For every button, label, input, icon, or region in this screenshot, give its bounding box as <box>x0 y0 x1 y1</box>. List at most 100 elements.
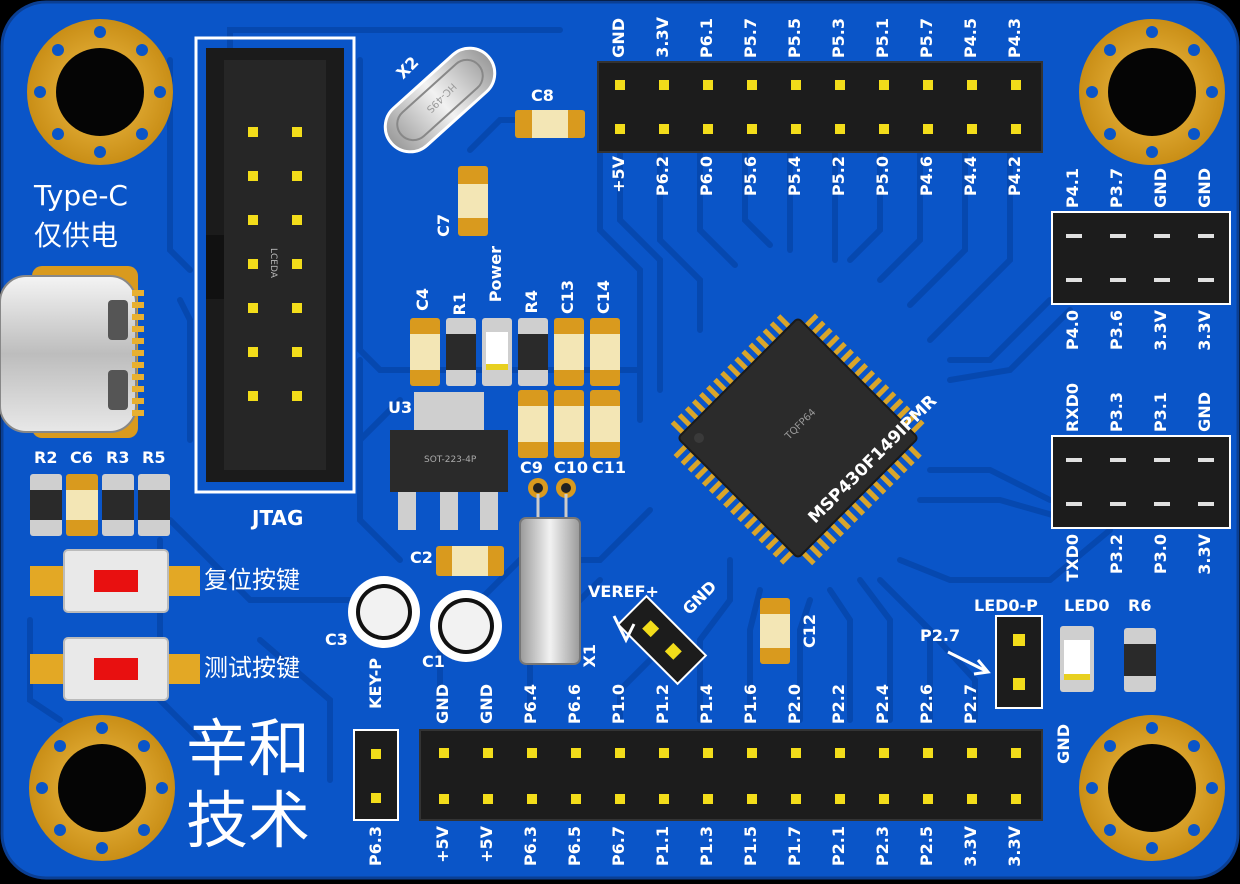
mcu-pin <box>741 349 757 365</box>
bottom-header-label: 3.3V <box>1005 826 1024 867</box>
header-pin <box>923 124 933 134</box>
header-pin <box>923 794 933 804</box>
traces <box>27 27 1113 783</box>
top-header-label: P4.6 <box>917 156 936 197</box>
jtag-label: JTAG <box>252 506 304 530</box>
mcu-pin <box>803 313 819 329</box>
label-c10: C10 <box>554 458 589 477</box>
bottom-header-label: P1.3 <box>697 826 716 867</box>
mcu-pin <box>822 529 837 545</box>
mcu-pin <box>699 392 714 407</box>
header-pin <box>571 748 581 758</box>
top-header-label: +5V <box>609 156 628 193</box>
jtag-header <box>194 36 356 494</box>
veref-arrow <box>612 615 636 644</box>
mcu-pin <box>687 457 703 473</box>
mcu-pin <box>843 508 859 523</box>
mcu-pin <box>829 522 844 537</box>
mcu-pin <box>779 549 795 565</box>
usb-typec-connector <box>0 266 144 438</box>
test-button-part <box>30 637 200 701</box>
mcu-pin <box>902 412 918 428</box>
brand-line-1: 辛和 <box>186 712 311 785</box>
mcu-pin <box>751 521 767 537</box>
top-header-label: P6.0 <box>697 156 716 197</box>
veref-header <box>616 594 708 686</box>
top-header-label: P4.4 <box>961 156 980 197</box>
mcu-pin <box>670 420 686 436</box>
mcu-pin <box>758 528 774 544</box>
usb-note: 仅供电 <box>34 219 119 252</box>
header-pin <box>835 748 845 758</box>
header-pin <box>615 748 625 758</box>
mcu-pin <box>701 471 717 487</box>
header-pin <box>439 748 449 758</box>
header-pin <box>1011 124 1021 134</box>
mcu-pin <box>706 384 721 400</box>
jtag-pin <box>248 391 258 401</box>
header-pin <box>659 794 669 804</box>
key-p-label: KEY-P <box>366 658 385 709</box>
top-header-label: P6.1 <box>697 17 716 58</box>
label-x1: X1 <box>580 644 599 668</box>
bottom-header-label: P2.5 <box>917 826 936 867</box>
mcu-pin <box>715 486 731 501</box>
right-header-label: TXD0 <box>1063 534 1082 582</box>
mcu-pin <box>909 419 925 435</box>
header-pin <box>1066 278 1082 282</box>
right-header-label: 3.3V <box>1195 534 1214 575</box>
label-power: Power <box>486 246 505 303</box>
mcu-pin <box>860 370 876 385</box>
mcu-pin <box>885 465 901 481</box>
top-header-label: P5.1 <box>873 17 892 58</box>
bottom-header-label: P2.3 <box>873 826 892 867</box>
label-r4: R4 <box>522 290 541 314</box>
mcu-pin <box>853 363 869 378</box>
header-pin <box>703 80 713 90</box>
header-pin <box>791 124 801 134</box>
header-pin <box>527 794 537 804</box>
header-pin <box>1011 748 1021 758</box>
p27-arrow <box>947 650 991 676</box>
label-c11: C11 <box>592 458 627 477</box>
mcu-pin <box>744 514 760 530</box>
bottom-header-label: P1.5 <box>741 826 760 867</box>
mcu-pin <box>817 327 833 343</box>
jtag-pin <box>292 259 302 269</box>
mcu-pin <box>850 500 866 516</box>
led0p-label: LED0-P <box>974 596 1038 615</box>
r6-label: R6 <box>1128 596 1152 615</box>
header-pin <box>703 124 713 134</box>
top-header-label: P4.3 <box>1005 17 1024 58</box>
mcu-pin <box>831 341 847 357</box>
bottom-header-label: 3.3V <box>961 826 980 867</box>
led0-label: LED0 <box>1064 596 1110 615</box>
header-pin <box>527 748 537 758</box>
jtag-pin <box>248 303 258 313</box>
mcu-pin <box>888 398 904 414</box>
mcu-pin <box>899 451 915 467</box>
bottom-header-label: GND <box>433 684 452 724</box>
right-header-label: P3.3 <box>1107 391 1126 432</box>
header-pin <box>835 124 845 134</box>
top-header-label: 3.3V <box>653 17 672 58</box>
header-pin <box>747 124 757 134</box>
bottom-header-label: P1.6 <box>741 683 760 724</box>
header-pin <box>747 80 757 90</box>
mcu-pin <box>836 515 852 530</box>
label-c4: C4 <box>413 288 432 311</box>
header-pin <box>483 794 493 804</box>
reset-button-part <box>30 549 200 613</box>
right-header-label: 3.3V <box>1195 310 1214 351</box>
mount-hole-bl <box>29 715 175 861</box>
header-pin <box>1110 458 1126 462</box>
label-r3: R3 <box>106 448 130 467</box>
mcu-pin <box>895 405 911 421</box>
veref-label: VEREF+ <box>588 582 659 601</box>
mount-hole-tl <box>27 19 173 165</box>
c12-label: C12 <box>800 614 819 649</box>
mcu-pin <box>810 320 826 336</box>
top-header-label: P5.6 <box>741 156 760 197</box>
